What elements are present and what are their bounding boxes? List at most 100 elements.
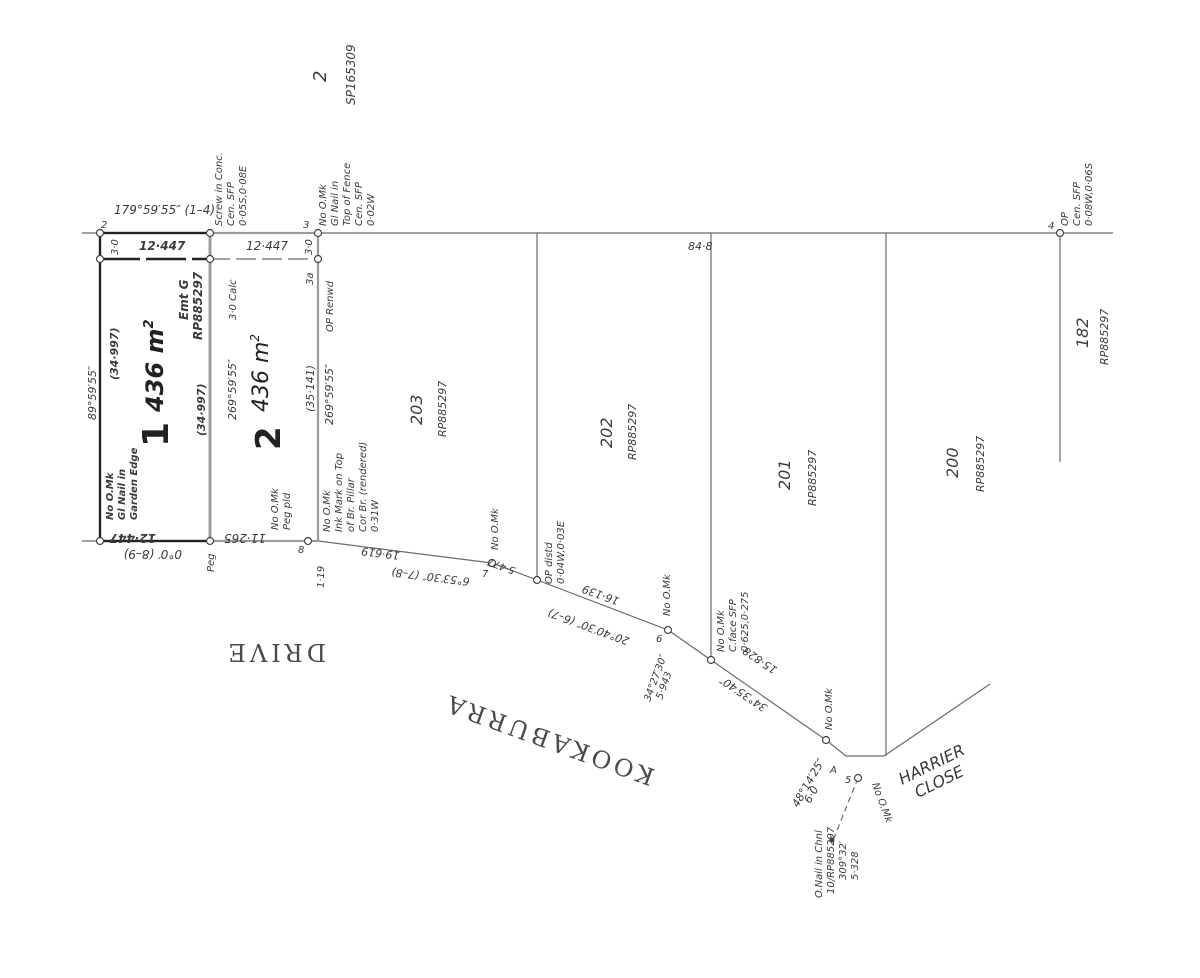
lot1-right-bearing: 269°59′55″ (226, 358, 239, 420)
svg-text:Ink Mark on Top: Ink Mark on Top (334, 453, 345, 532)
top-lot-plan: SP165309 (344, 44, 358, 105)
peg-label: Peg (206, 553, 217, 572)
svg-text:of Br. Pillar: of Br. Pillar (346, 477, 357, 532)
lot2-top-distance: 12·447 (246, 239, 288, 253)
point-6-label: 6 (656, 634, 662, 645)
note-peg-line1: No O.Mk (270, 487, 281, 530)
distance-5-477: 5·477 (486, 555, 517, 575)
width-3-0-lot2: 3·0 (304, 239, 315, 255)
lot2-area: 436 m2 (248, 334, 274, 412)
lot-201-number: 201 (775, 459, 794, 490)
corner-points (95, 228, 1065, 783)
svg-text:Cen. SFP: Cen. SFP (354, 181, 365, 226)
corner-note-face: No O.Mk C.face SFP 0·625,0·275 (716, 592, 751, 652)
lot2-number: 2 (249, 426, 289, 450)
point-4-label: 4 (1048, 221, 1054, 232)
lot-200-number: 200 (943, 447, 962, 478)
distance-15-828: 15·828 (740, 644, 779, 676)
lot1-number: 1 (136, 422, 177, 447)
note-9-line2: Gl Nail in (117, 469, 128, 520)
op-renewed-note: OP Renwd (325, 280, 336, 332)
corner-note-4: OP Cen. SFP 0·08W,0·06S (1060, 162, 1095, 226)
svg-text:309°32′: 309°32′ (838, 840, 849, 880)
lot-203-number: 203 (407, 394, 426, 425)
lot2-right-distance: (35·141) (304, 365, 317, 412)
note-6: No O.Mk (662, 573, 673, 616)
svg-text:Gl Nail in: Gl Nail in (330, 181, 341, 226)
svg-text:No O.Mk: No O.Mk (322, 489, 333, 532)
distance-1-19: 1·19 (316, 566, 327, 588)
lot1-top-distance: 12·447 (139, 239, 186, 253)
point-3a-label: 3a (305, 273, 316, 286)
bearing-7-8: 6°53′30″ (7–8) (391, 565, 471, 587)
lot-201-plan: RP885297 (806, 450, 819, 506)
road-name-drive: DRIVE (224, 638, 326, 666)
lot-202-plan: RP885297 (626, 404, 639, 460)
svg-text:0·31W: 0·31W (370, 499, 381, 532)
width-3-0-lot1: 3·0 (110, 239, 121, 255)
svg-text:10/RP885297: 10/RP885297 (826, 826, 837, 894)
svg-text:Cen. SFP: Cen. SFP (1072, 181, 1083, 226)
point-5-label: 5 (845, 775, 851, 786)
lot1-area: 436 m2 (141, 319, 169, 413)
svg-text:No O.Mk: No O.Mk (716, 609, 727, 652)
svg-text:0·05S,0·08E: 0·05S,0·08E (238, 165, 249, 226)
note-peg-line2: Peg pld (282, 492, 293, 530)
lot-182-number: 182 (1073, 317, 1092, 348)
svg-text:Cen. SFP: Cen. SFP (226, 181, 237, 226)
corner-note-screw: Screw in Conc. Cen. SFP 0·05S,0·08E (214, 152, 249, 226)
svg-text:O.Nail in Chnl: O.Nail in Chnl (814, 830, 825, 898)
svg-text:Top of Fence: Top of Fence (342, 163, 353, 226)
lot-202-number: 202 (597, 417, 616, 448)
lot-200-plan: RP885297 (974, 436, 987, 492)
lot1-easement-note: Emt G (177, 279, 191, 320)
corner-note-3: No O.Mk Gl Nail in Top of Fence Cen. SFP… (318, 163, 377, 226)
svg-text:0·08W,0·06S: 0·08W,0·06S (1084, 162, 1095, 226)
note-5: No O.Mk (869, 781, 894, 825)
note-7: No O.Mk (490, 507, 501, 550)
note-9-line1: No O.Mk (105, 471, 116, 520)
distance-84-8: 84·8 (688, 240, 713, 253)
lot2-right-bearing: 269°59′55″ (323, 363, 336, 425)
svg-text:0·02W: 0·02W (366, 193, 377, 226)
point-3-label: 3 (303, 220, 309, 231)
svg-text:OP: OP (1060, 211, 1071, 226)
note-5a: No O.Mk (824, 687, 835, 730)
note-op-distd-1: OP distd (544, 542, 555, 584)
point-a-label: A (829, 765, 837, 776)
bottom-bearing: 0°0′ (8–9) (124, 547, 182, 561)
point-8-label: 8 (298, 545, 304, 556)
point-2-label: 2 (101, 220, 107, 231)
road-name-kookaburra: KOOKABURRA (440, 688, 658, 790)
svg-text:0·625,0·275: 0·625,0·275 (740, 592, 751, 652)
distance-16-139: 16·139 (580, 582, 621, 607)
bearing-5-6: 34°35′40″ (717, 673, 770, 715)
svg-text:Cor Br. (rendered): Cor Br. (rendered) (358, 442, 369, 532)
note-op-distd-2: 0·04W,0·03E (556, 520, 567, 584)
lot2-calc-note: 3·0 Calc (228, 279, 239, 320)
connection-line (833, 777, 859, 839)
road-frontage (317, 540, 884, 757)
top-bearing: 179°59′55″ (1–4) (114, 203, 215, 217)
top-lot-number: 2 (310, 71, 331, 82)
svg-text:No O.Mk: No O.Mk (318, 183, 329, 226)
corner-note-8: No O.Mk Ink Mark on Top of Br. Pillar Co… (322, 442, 381, 532)
harrier-frontage (883, 683, 991, 757)
bearing-6-7: 20°40′30″ (6–7) (546, 606, 631, 648)
lot1-easement-plan: RP885297 (191, 271, 205, 340)
note-9-line3: Garden Edge (129, 447, 140, 520)
lot2-bottom-distance: 11·265 (224, 531, 266, 545)
lot1-left-bearing: 89°59′55″ (86, 365, 99, 420)
lot1-right-distance: (34·997) (195, 383, 208, 436)
lot-182-plan: RP885297 (1098, 309, 1111, 365)
lot2-outline (208, 231, 320, 543)
lot1-bottom-distance: 12·447 (109, 531, 156, 545)
lot1-left-distance: (34·997) (108, 327, 121, 380)
svg-text:C.face SFP: C.face SFP (728, 598, 739, 652)
svg-text:Screw in Conc.: Screw in Conc. (214, 152, 225, 226)
corner-note-nail: O.Nail in Chnl 10/RP885297 309°32′ 5·328 (814, 826, 861, 898)
svg-text:5·328: 5·328 (850, 851, 861, 880)
lot-203-plan: RP885297 (436, 381, 449, 437)
nail-point (829, 837, 835, 843)
